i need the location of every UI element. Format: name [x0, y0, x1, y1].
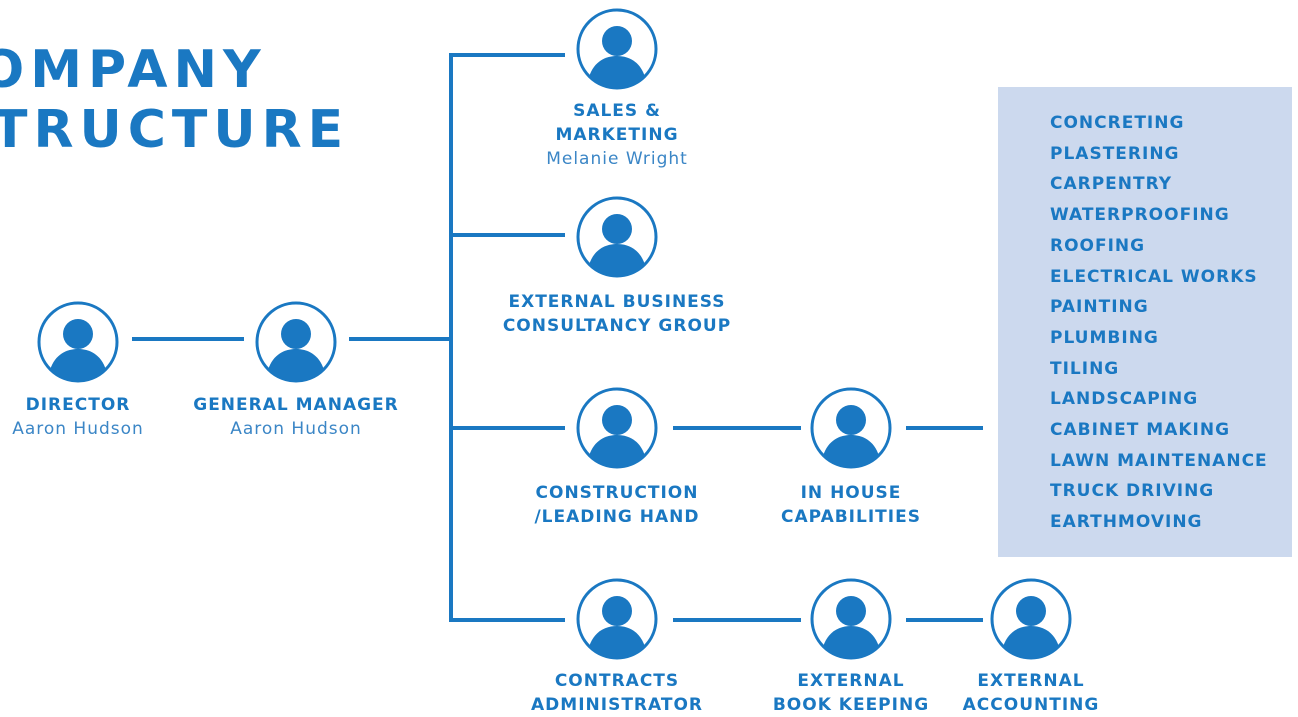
accounting-label: EXTERNAL ACCOUNTING — [901, 669, 1161, 717]
capability-item: CARPENTRY — [1050, 174, 1173, 195]
person-icon — [37, 301, 119, 383]
role-title-line2: /LEADING HAND — [534, 507, 700, 527]
capabilities-list: CONCRETING PLASTERING CARPENTRY WATERPRO… — [998, 87, 1292, 538]
person-icon — [576, 387, 658, 469]
person-name: Melanie Wright — [546, 149, 688, 169]
sales-marketing-node — [576, 8, 658, 90]
capability-item: LAWN MAINTENANCE — [1050, 450, 1268, 471]
accounting-node — [990, 578, 1072, 660]
capability-item: CABINET MAKING — [1050, 420, 1231, 441]
role-title-line2: BOOK KEEPING — [772, 695, 930, 715]
sales-marketing-label: SALES & MARKETING Melanie Wright — [487, 99, 747, 171]
general-manager-node — [255, 301, 337, 383]
role-title: GENERAL MANAGER — [193, 395, 399, 415]
director-label: DIRECTOR Aaron Hudson — [0, 393, 208, 441]
role-title-line2: MARKETING — [555, 125, 679, 145]
person-name: Aaron Hudson — [12, 419, 144, 439]
role-title: DIRECTOR — [25, 395, 131, 415]
external-business-label: EXTERNAL BUSINESS CONSULTANCY GROUP — [487, 290, 747, 338]
construction-label: CONSTRUCTION /LEADING HAND — [487, 481, 747, 529]
role-title-line1: EXTERNAL — [797, 671, 905, 691]
role-title-line2: CAPABILITIES — [781, 507, 921, 527]
person-icon — [255, 301, 337, 383]
capability-item: PAINTING — [1050, 297, 1149, 318]
capability-item: TRUCK DRIVING — [1050, 481, 1215, 502]
capability-item: EARTHMOVING — [1050, 512, 1203, 533]
person-icon — [576, 8, 658, 90]
capability-item: ROOFING — [1050, 235, 1146, 256]
capability-item: TILING — [1050, 358, 1120, 379]
capability-item: WATERPROOFING — [1050, 205, 1230, 226]
capability-item: CONCRETING — [1050, 113, 1185, 133]
director-node — [37, 301, 119, 383]
construction-node — [576, 387, 658, 469]
page-title-line1: OMPANY — [0, 40, 267, 100]
person-icon — [810, 578, 892, 660]
role-title-line1: SALES & — [573, 101, 661, 121]
capability-item: PLASTERING — [1050, 143, 1180, 164]
in-house-label: IN HOUSE CAPABILITIES — [721, 481, 981, 529]
role-title-line1: IN HOUSE — [800, 483, 902, 503]
person-icon — [576, 196, 658, 278]
contracts-label: CONTRACTS ADMINISTRATOR — [487, 669, 747, 717]
role-title-line2: ADMINISTRATOR — [531, 695, 703, 715]
capability-item: ELECTRICAL WORKS — [1050, 266, 1258, 287]
general-manager-label: GENERAL MANAGER Aaron Hudson — [166, 393, 426, 441]
capabilities-panel: CONCRETING PLASTERING CARPENTRY WATERPRO… — [998, 87, 1292, 557]
contracts-node — [576, 578, 658, 660]
role-title-line1: EXTERNAL — [977, 671, 1085, 691]
page-title-line2: TRUCTURE — [0, 100, 350, 160]
person-icon — [576, 578, 658, 660]
capability-item: LANDSCAPING — [1050, 389, 1199, 410]
external-business-node — [576, 196, 658, 278]
person-icon — [810, 387, 892, 469]
person-name: Aaron Hudson — [230, 419, 362, 439]
in-house-node — [810, 387, 892, 469]
role-title-line2: CONSULTANCY GROUP — [502, 316, 732, 336]
capability-item: PLUMBING — [1050, 327, 1159, 348]
role-title-line1: CONSTRUCTION — [535, 483, 699, 503]
book-keeping-node — [810, 578, 892, 660]
role-title-line1: EXTERNAL BUSINESS — [508, 292, 726, 312]
role-title-line1: CONTRACTS — [554, 671, 680, 691]
person-icon — [990, 578, 1072, 660]
role-title-line2: ACCOUNTING — [962, 695, 1100, 715]
book-keeping-label: EXTERNAL BOOK KEEPING — [721, 669, 981, 717]
